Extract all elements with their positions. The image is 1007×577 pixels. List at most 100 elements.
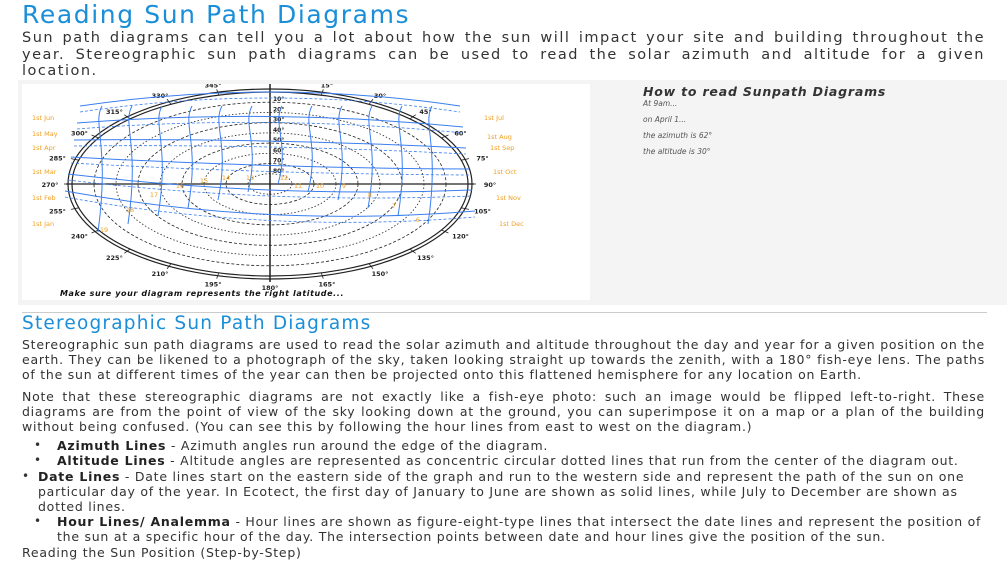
date-label: 1st Sep	[490, 144, 514, 152]
azimuth-label: 285°	[49, 154, 66, 162]
altitude-label: 50°	[273, 137, 284, 144]
azimuth-label: 60°	[454, 130, 466, 138]
date-label: 1st Apr	[32, 144, 56, 152]
hour-label: 8	[368, 191, 372, 199]
page-title: Reading Sun Path Diagrams	[22, 0, 411, 29]
azimuth-label: 345°	[205, 84, 222, 90]
azimuth-tick	[216, 89, 220, 96]
north-label: N	[267, 84, 272, 85]
hour-line	[187, 105, 193, 209]
bullet: •	[34, 453, 42, 468]
date-line-solid	[79, 91, 461, 107]
date-label: 1st Aug	[487, 133, 512, 141]
azimuth-tick	[70, 158, 79, 161]
date-line-solid	[67, 173, 473, 193]
date-label: 1st Jun	[32, 114, 54, 122]
azimuth-label: 30°	[374, 92, 386, 100]
hour-label: 16	[176, 182, 184, 190]
definition-list: • Azimuth Lines - Azimuth angles run arou…	[22, 438, 985, 544]
hour-label: 11	[294, 182, 302, 190]
definition: - Date lines start on the eastern side o…	[38, 468, 965, 515]
azimuth-tick	[91, 229, 99, 234]
hour-line	[337, 105, 343, 201]
subheading: Reading the Sun Position (Step-by-Step)	[22, 544, 302, 560]
azimuth-tick	[166, 263, 172, 270]
date-line-solid	[70, 156, 470, 170]
altitude-label: 40°	[273, 127, 284, 134]
azimuth-label: 90°	[484, 181, 496, 189]
term: Hour Lines/ Analemma	[57, 514, 231, 530]
azimuth-tick	[216, 272, 220, 279]
azimuth-label: 270°	[42, 181, 59, 189]
term: Azimuth Lines	[57, 438, 167, 454]
date-line-dotted	[70, 162, 470, 176]
date-label: 1st Nov	[496, 194, 521, 202]
azimuth-tick	[441, 134, 449, 139]
azimuth-tick	[70, 207, 79, 210]
how-to-step: At 9am...	[643, 99, 678, 108]
azimuth-tick	[461, 158, 470, 161]
hour-line	[307, 105, 313, 193]
azimuth-label: 225°	[106, 254, 123, 262]
definition: - Altitude angles are represented as con…	[165, 453, 959, 469]
paragraph: Stereographic sun path diagrams are used…	[22, 337, 985, 383]
azimuth-label: 195°	[205, 280, 222, 288]
hour-label: 9	[342, 182, 346, 190]
azimuth-tick	[320, 89, 324, 96]
date-label: 1st May	[32, 130, 58, 138]
paragraph: Note that these stereographic diagrams a…	[22, 388, 985, 435]
hour-line	[397, 105, 403, 217]
list-item: •Azimuth Lines - Azimuth angles run arou…	[22, 438, 985, 453]
date-label: 1st Feb	[32, 194, 56, 202]
hour-label: 12	[280, 174, 288, 182]
azimuth-tick	[409, 114, 416, 120]
date-label: 1st Jul	[484, 114, 504, 122]
how-to-step: on April 1...	[643, 115, 687, 124]
list-item: • Altitude Lines - Altitude angles are re…	[22, 453, 985, 468]
date-line-dotted	[73, 145, 467, 155]
list-item: •Date Lines - Date lines start on the ea…	[22, 469, 985, 515]
azimuth-label: 105°	[474, 208, 491, 216]
date-line-solid	[64, 190, 476, 217]
azimuth-label: 180°	[262, 284, 279, 292]
azimuth-tick	[91, 134, 99, 139]
section-divider	[22, 312, 987, 313]
bullet: •	[22, 468, 30, 483]
azimuth-label: 240°	[71, 233, 88, 241]
how-to-heading: How to read Sunpath Diagrams	[643, 84, 887, 99]
azimuth-label: 135°	[417, 254, 434, 262]
sun-path-diagram: N345°15°330°30°315°45°300°60°285°75°270°…	[22, 77, 590, 300]
hour-label: 13	[246, 174, 254, 182]
date-label: 1st Oct	[493, 168, 517, 176]
hour-label: 6	[416, 216, 420, 224]
azimuth-label: 45°	[419, 108, 431, 116]
azimuth-tick	[124, 248, 131, 254]
definition: - Hour lines are shown as figure-eight-t…	[57, 514, 982, 545]
term: Altitude Lines	[57, 453, 166, 469]
hour-line	[157, 105, 163, 217]
hour-label: 10	[316, 182, 324, 190]
hour-line	[97, 105, 103, 233]
azimuth-label: 75°	[476, 154, 488, 162]
azimuth-label: 120°	[452, 233, 469, 241]
altitude-label: 10°	[273, 96, 284, 103]
date-label: 1st Mar	[32, 168, 57, 176]
hour-label: 15	[200, 177, 208, 185]
azimuth-label: 315°	[106, 108, 123, 116]
altitude-label: 80°	[273, 168, 284, 175]
hour-line	[217, 105, 223, 201]
definition: - Azimuth angles run around the edge of …	[166, 438, 549, 454]
azimuth-label: 255°	[49, 208, 66, 216]
hour-line	[247, 105, 253, 193]
hour-label: 18	[126, 206, 134, 214]
intro-paragraph: Sun path diagrams can tell you a lot abo…	[22, 30, 985, 79]
altitude-label: 20°	[273, 106, 284, 113]
date-line-dotted	[79, 97, 461, 113]
hour-line	[367, 105, 373, 209]
azimuth-label: 150°	[372, 270, 389, 278]
azimuth-label: 330°	[152, 92, 169, 100]
hour-label: 7	[392, 202, 396, 210]
date-label: 1st Jan	[32, 220, 54, 228]
hour-label: 14	[222, 174, 230, 182]
date-line-dotted	[64, 196, 476, 223]
